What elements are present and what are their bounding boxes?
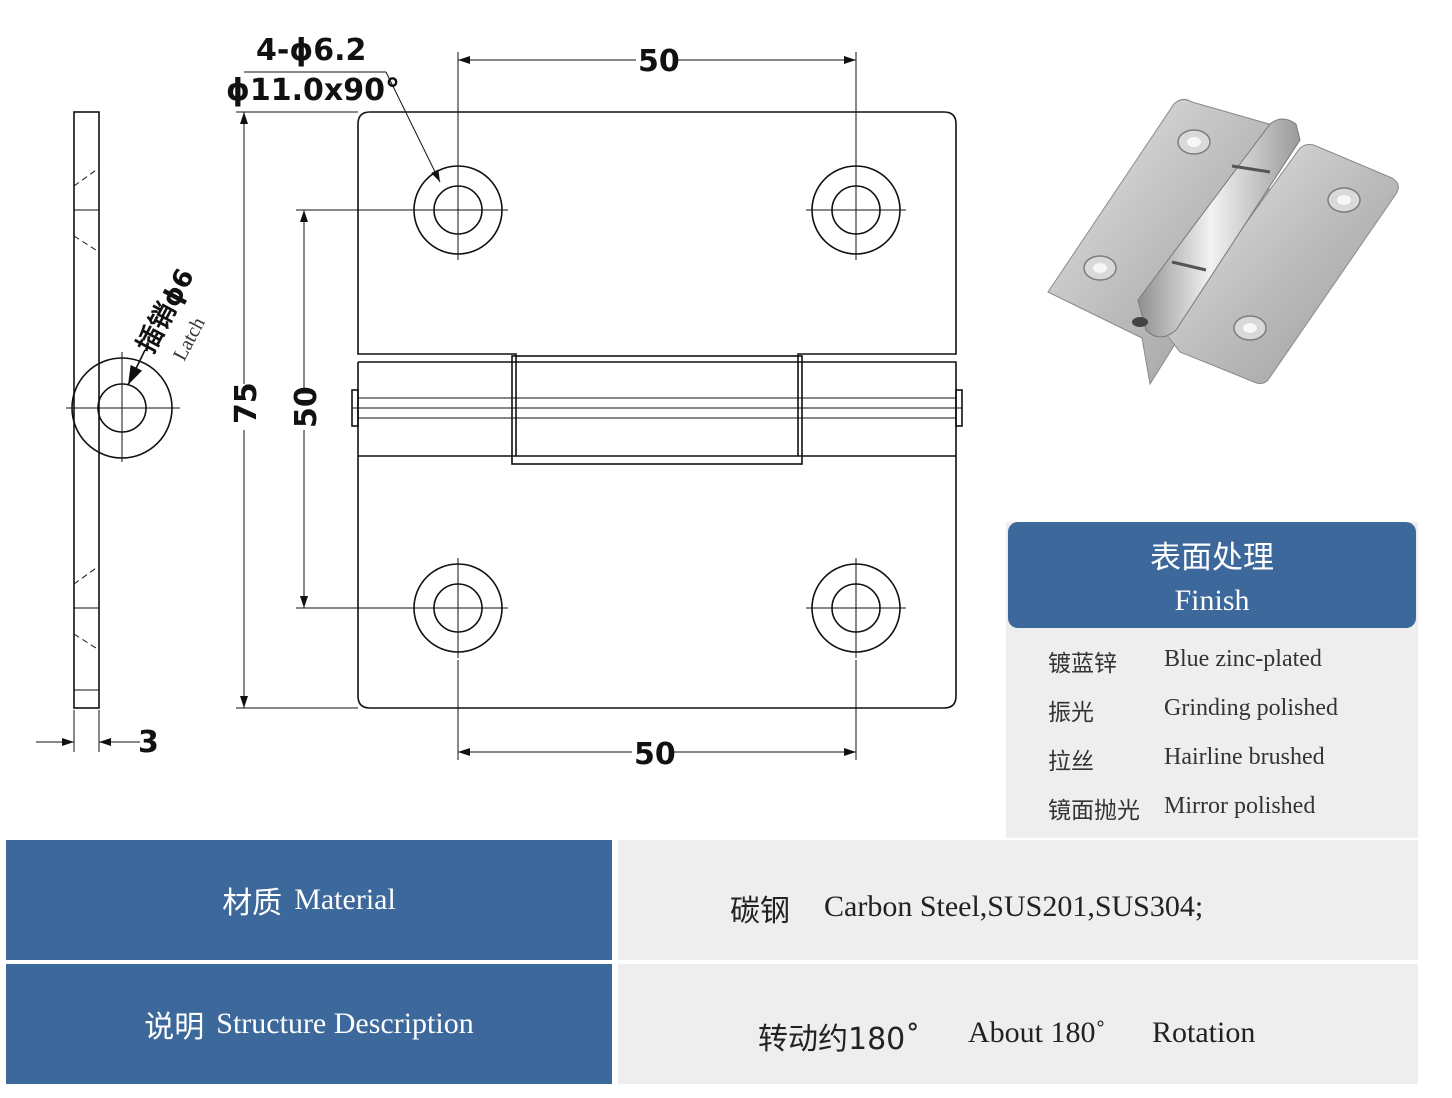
finish-option: 镀蓝锌 Blue zinc-plated	[1006, 644, 1418, 684]
material-value-en: Carbon Steel,SUS201,SUS304;	[824, 890, 1204, 923]
finish-title-en: Finish	[1174, 584, 1250, 617]
hole-top-right	[806, 160, 906, 260]
finish-option-cn: 拉丝	[1048, 749, 1094, 775]
finish-header: 表面处理 Finish	[1008, 522, 1416, 628]
dim-thickness: 3	[138, 725, 159, 760]
structure-label-cn: 说明	[144, 1010, 205, 1045]
finish-title-cn: 表面处理	[1150, 540, 1274, 576]
hinge-product-photo	[1047, 98, 1399, 386]
finish-option: 镜面抛光 Mirror polished	[1006, 791, 1418, 831]
finish-option: 拉丝 Hairline brushed	[1006, 742, 1418, 782]
finish-option-cn: 振光	[1048, 700, 1094, 726]
hinge-technical-drawing: 3 插销ϕ6 Latch	[36, 33, 1399, 772]
finish-option-en: Hairline brushed	[1164, 744, 1325, 770]
hole-top-left	[408, 160, 508, 260]
structure-label-en: Structure Description	[216, 1007, 474, 1040]
finish-option: 振光 Grinding polished	[1006, 693, 1418, 733]
structure-label: 说明 Structure Description	[6, 964, 612, 1084]
structure-value-cn: 转动约180˚	[758, 1022, 921, 1057]
material-value: 碳钢 Carbon Steel,SUS201,SUS304;	[618, 840, 1418, 960]
front-view: 50 50 75 50 4-ϕ6.2 ϕ11.0x90°	[226, 33, 963, 772]
finish-option-en: Blue zinc-plated	[1164, 646, 1322, 672]
dim-hole-pitch: 50	[289, 386, 324, 428]
structure-value-en1: About 180˚	[968, 1016, 1106, 1049]
material-value-cn: 碳钢	[730, 894, 790, 929]
material-label-en: Material	[294, 883, 396, 916]
material-label: 材质 Material	[6, 840, 612, 960]
side-view: 3 插销ϕ6 Latch	[36, 111, 210, 760]
finish-option-cn: 镜面抛光	[1048, 798, 1140, 824]
hole-callout-csk: ϕ11.0x90°	[226, 73, 400, 108]
finish-option-cn: 镀蓝锌	[1048, 651, 1117, 677]
hole-callout-count: 4-ϕ6.2	[256, 33, 366, 68]
hole-bottom-left	[408, 558, 508, 658]
dim-top-width: 50	[638, 44, 680, 79]
dim-bottom-width: 50	[634, 737, 676, 772]
finish-option-en: Grinding polished	[1164, 695, 1338, 721]
hole-bottom-right	[806, 558, 906, 658]
material-label-cn: 材质	[222, 886, 283, 921]
finish-panel: 表面处理 Finish 镀蓝锌 Blue zinc-plated 振光 Grin…	[1006, 522, 1418, 838]
dim-total-height: 75	[229, 382, 264, 424]
structure-value: 转动约180˚ About 180˚ Rotation	[618, 964, 1418, 1084]
finish-option-en: Mirror polished	[1164, 793, 1316, 819]
structure-value-en2: Rotation	[1152, 1016, 1256, 1049]
